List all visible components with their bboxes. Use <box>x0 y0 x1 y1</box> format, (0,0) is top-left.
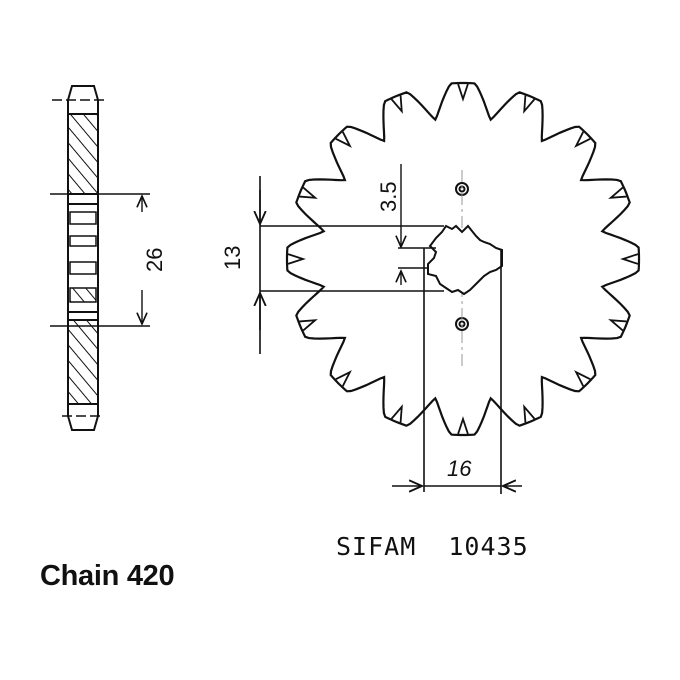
dimension-key-height: 3.5 <box>376 181 401 212</box>
brand-reference: SIFAM 10435 <box>336 532 529 561</box>
dimension-lines <box>260 164 522 494</box>
chain-size-label: Chain 420 <box>40 560 175 592</box>
side-view <box>50 85 150 431</box>
dimension-bore-width: 16 <box>447 456 472 481</box>
dimension-hub-width: 26 <box>142 248 167 272</box>
dimension-bore-height: 13 <box>220 246 245 270</box>
